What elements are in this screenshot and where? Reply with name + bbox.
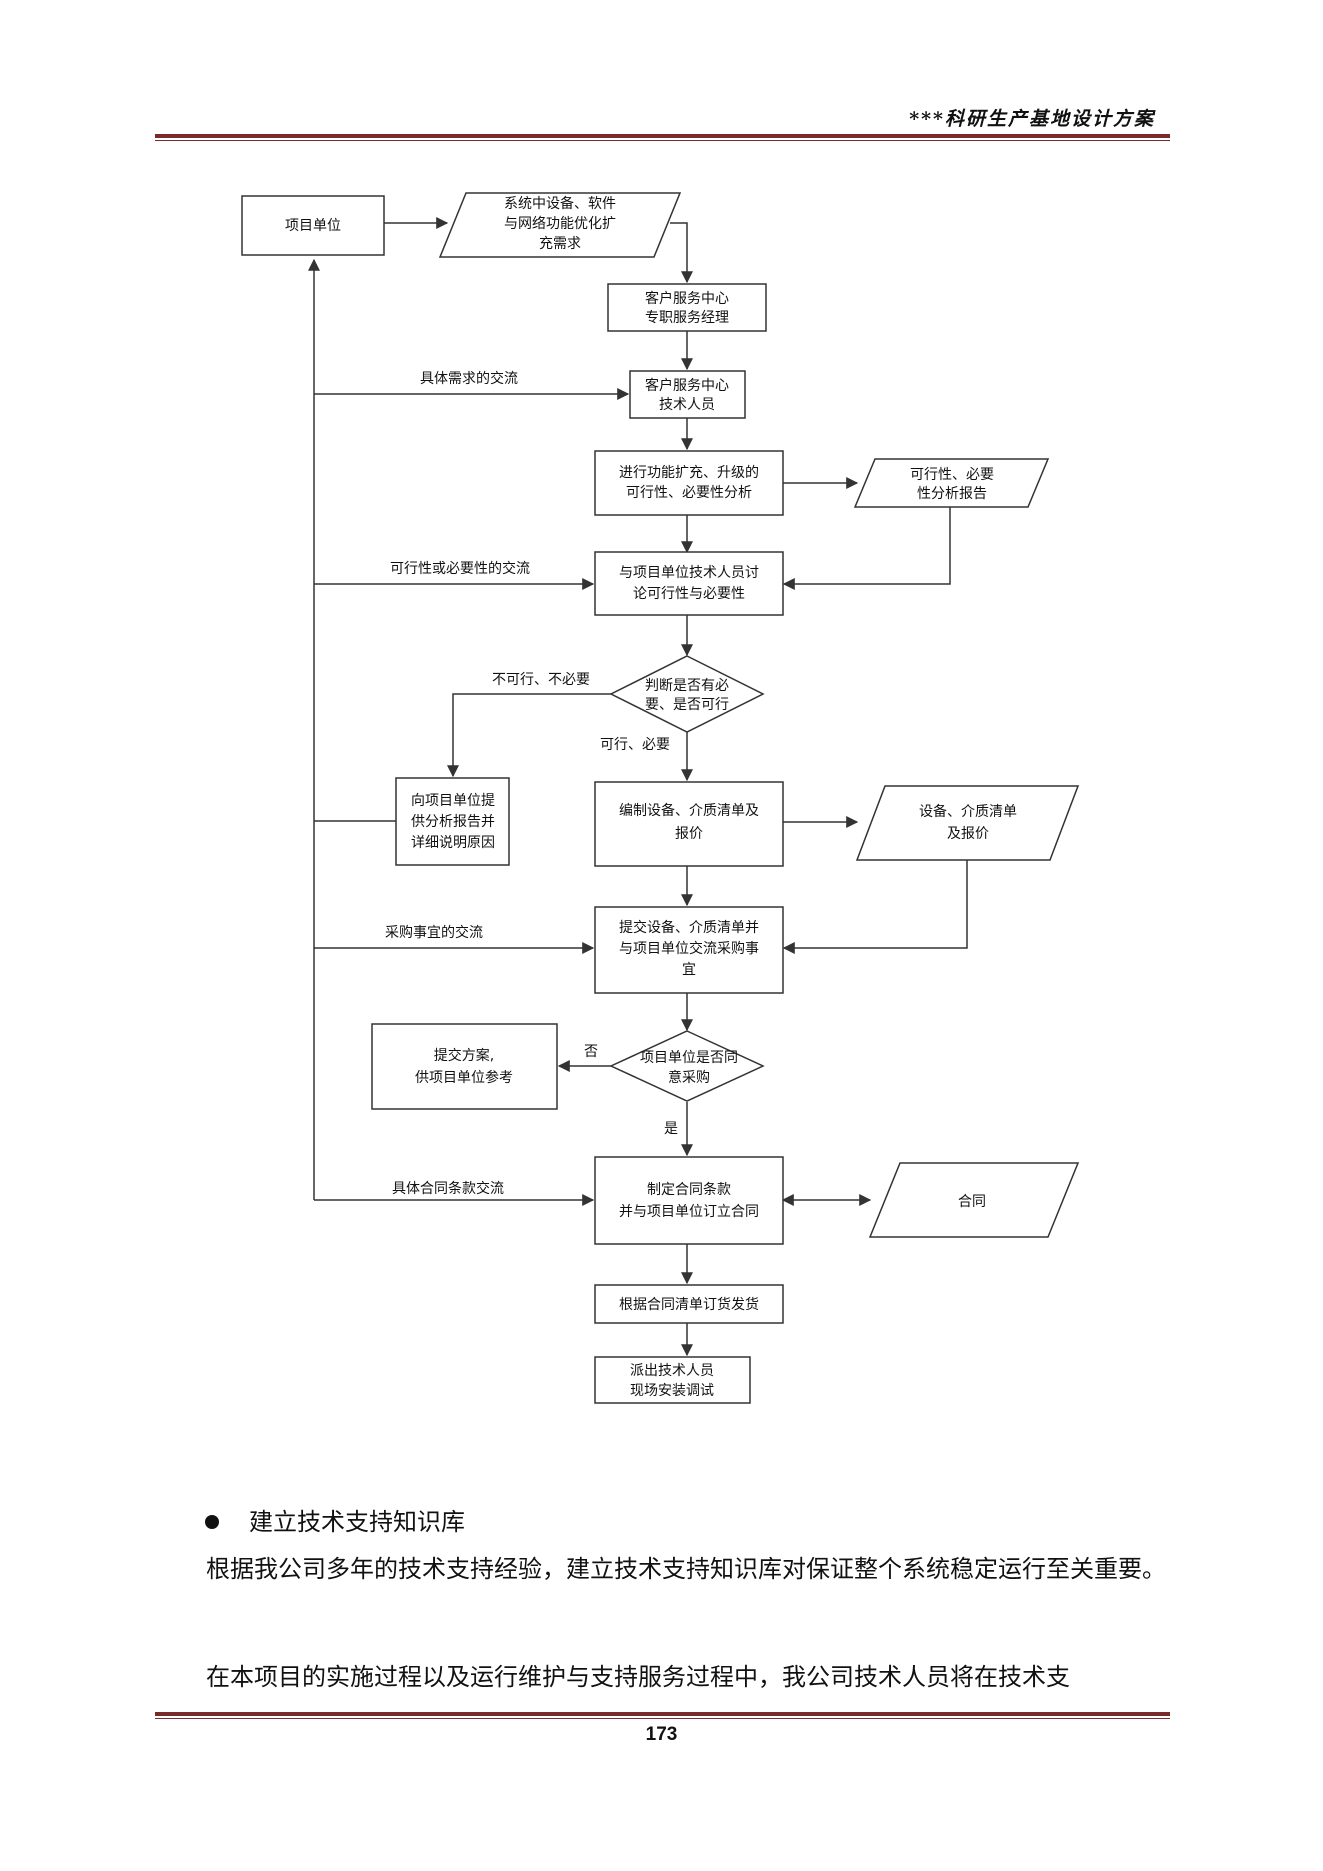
svg-text:客户服务中心: 客户服务中心 xyxy=(645,377,729,394)
svg-text:现场安装调试: 现场安装调试 xyxy=(630,1383,714,1399)
node-decision-feasible: 判断是否有必 要、是否可行 xyxy=(609,655,765,733)
svg-text:并与项目单位订立合同: 并与项目单位订立合同 xyxy=(619,1204,759,1220)
svg-text:进行功能扩充、升级的: 进行功能扩充、升级的 xyxy=(619,465,759,481)
node-project-unit: 项目单位 xyxy=(241,195,385,256)
svg-text:与项目单位技术人员讨: 与项目单位技术人员讨 xyxy=(619,565,759,581)
svg-text:论可行性与必要性: 论可行性与必要性 xyxy=(633,586,745,602)
svg-text:技术人员: 技术人员 xyxy=(659,397,715,413)
svg-text:提交方案,: 提交方案, xyxy=(434,1047,494,1064)
node-discuss: 与项目单位技术人员讨 论可行性与必要性 xyxy=(594,551,784,616)
label-not-feasible: 不可行、不必要 xyxy=(492,672,590,688)
node-proposal: 提交方案, 供项目单位参考 xyxy=(371,1023,558,1110)
label-feasibility-exchange: 可行性或必要性的交流 xyxy=(390,560,530,577)
svg-text:项目单位是否同: 项目单位是否同 xyxy=(640,1050,738,1066)
svg-text:性分析报告: 性分析报告 xyxy=(917,486,987,502)
node-list-doc: 设备、介质清单 及报价 xyxy=(855,785,1080,861)
page-number: 173 xyxy=(645,1724,678,1745)
svg-text:可行性、必要: 可行性、必要 xyxy=(910,467,994,483)
paragraph-1: 根据我公司多年的技术支持经验，建立技术支持知识库对保证整个系统稳定运行至关重要。 xyxy=(206,1555,1166,1583)
node-contract-terms: 制定合同条款 并与项目单位订立合同 xyxy=(594,1156,784,1245)
header-rule xyxy=(155,134,1170,141)
svg-text:项目单位: 项目单位 xyxy=(285,218,341,234)
section-heading: 建立技术支持知识库 xyxy=(205,1502,465,1537)
svg-text:提交设备、介质清单并: 提交设备、介质清单并 xyxy=(619,919,759,936)
node-tech-staff: 客户服务中心 技术人员 xyxy=(629,370,746,419)
svg-text:宜: 宜 xyxy=(682,962,696,978)
node-dispatch: 派出技术人员 现场安装调试 xyxy=(594,1356,751,1404)
label-procurement-exchange: 采购事宜的交流 xyxy=(385,924,483,941)
svg-text:客户服务中心: 客户服务中心 xyxy=(645,290,729,307)
node-service-manager: 客户服务中心 专职服务经理 xyxy=(607,283,767,332)
node-decision-purchase: 项目单位是否同 意采购 xyxy=(609,1030,765,1102)
svg-text:系统中设备、软件: 系统中设备、软件 xyxy=(504,195,616,212)
svg-text:派出技术人员: 派出技术人员 xyxy=(630,1363,714,1379)
svg-text:设备、介质清单: 设备、介质清单 xyxy=(919,803,1017,820)
svg-text:与项目单位交流采购事: 与项目单位交流采购事 xyxy=(619,940,759,957)
svg-text:及报价: 及报价 xyxy=(947,826,989,842)
svg-text:充需求: 充需求 xyxy=(539,236,581,252)
node-explain: 向项目单位提 供分析报告并 详细说明原因 xyxy=(395,777,510,866)
svg-text:意采购: 意采购 xyxy=(668,1069,710,1086)
label-contract-exchange: 具体合同条款交流 xyxy=(392,1180,504,1197)
node-analysis: 进行功能扩充、升级的 可行性、必要性分析 xyxy=(594,450,784,516)
section-heading-text: 建立技术支持知识库 xyxy=(249,1508,465,1536)
label-no: 否 xyxy=(584,1044,598,1060)
svg-text:供项目单位参考: 供项目单位参考 xyxy=(415,1069,513,1086)
svg-text:可行性、必要性分析: 可行性、必要性分析 xyxy=(626,485,752,501)
node-analysis-report: 可行性、必要 性分析报告 xyxy=(853,458,1050,508)
svg-text:合同: 合同 xyxy=(958,1194,986,1210)
bullet-icon xyxy=(205,1514,219,1529)
label-specific-needs: 具体需求的交流 xyxy=(420,370,518,387)
svg-text:向项目单位提: 向项目单位提 xyxy=(411,793,495,809)
svg-text:判断是否有必: 判断是否有必 xyxy=(645,678,729,694)
svg-text:要、是否可行: 要、是否可行 xyxy=(645,697,729,713)
svg-text:专职服务经理: 专职服务经理 xyxy=(645,310,729,326)
svg-text:制定合同条款: 制定合同条款 xyxy=(647,1181,731,1198)
svg-text:供分析报告并: 供分析报告并 xyxy=(411,814,495,830)
svg-text:与网络功能优化扩: 与网络功能优化扩 xyxy=(504,216,616,232)
document-header-title: ***科研生产基地设计方案 xyxy=(909,108,1155,130)
label-yes: 是 xyxy=(664,1121,678,1137)
svg-text:编制设备、介质清单及: 编制设备、介质清单及 xyxy=(619,802,759,819)
process-flowchart: 具体需求的交流 可行性或必要性的交流 不可行、不必要 可行、必要 采购事宜的交流… xyxy=(241,192,1080,1404)
label-feasible: 可行、必要 xyxy=(600,737,670,753)
svg-text:根据合同清单订货发货: 根据合同清单订货发货 xyxy=(619,1296,759,1313)
node-submit-list: 提交设备、介质清单并 与项目单位交流采购事 宜 xyxy=(594,906,784,994)
node-order: 根据合同清单订货发货 xyxy=(594,1284,784,1324)
footer-rule xyxy=(155,1712,1170,1719)
svg-text:详细说明原因: 详细说明原因 xyxy=(411,835,495,851)
svg-text:报价: 报价 xyxy=(675,826,703,842)
flowchart-connectors xyxy=(308,217,968,1357)
paragraph-2: 在本项目的实施过程以及运行维护与支持服务过程中，我公司技术人员将在技术支 xyxy=(206,1663,1070,1691)
node-make-list: 编制设备、介质清单及 报价 xyxy=(594,781,784,867)
node-requirement: 系统中设备、软件 与网络功能优化扩 充需求 xyxy=(438,192,682,258)
node-contract-doc: 合同 xyxy=(868,1162,1080,1238)
